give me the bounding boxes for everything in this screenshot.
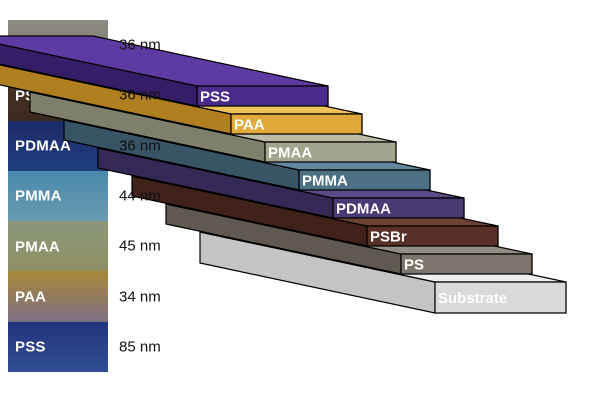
stack-layer-front <box>196 85 329 107</box>
strip-band-label: PSS <box>15 338 46 356</box>
stack-layer-front <box>332 197 465 219</box>
thickness-value: 34 nm <box>119 288 161 306</box>
strip-band-label: PAA <box>15 288 47 306</box>
stack-layer-label: PSBr <box>370 229 407 246</box>
stack-layer-label: PSS <box>200 89 230 106</box>
stack-layer-label: PS <box>404 257 424 274</box>
stack-layer-front <box>366 225 499 247</box>
thickness-value: 45 nm <box>119 237 161 255</box>
stack-layer-front <box>298 169 431 191</box>
thickness-value: 36 nm <box>119 36 161 54</box>
strip-band-label: PMMA <box>15 187 62 205</box>
thickness-value: 85 nm <box>119 338 161 356</box>
strip-band-pmma: PMMA <box>8 170 108 223</box>
stack-layer-front <box>434 281 567 314</box>
stack-layer-front <box>400 253 533 275</box>
thickness-value: 36 nm <box>119 137 161 155</box>
stack-layer-pss: PSS <box>0 35 329 107</box>
strip-band-label: PDMAA <box>15 137 71 155</box>
stack-layer-label: PMAA <box>268 145 312 162</box>
stack-layer-front <box>230 113 363 135</box>
strip-band-pmaa: PMAA <box>8 221 108 273</box>
thickness-value: 36 nm <box>119 86 161 104</box>
stack-layer-front <box>264 141 397 163</box>
thickness-value: 44 nm <box>119 187 161 205</box>
strip-band-pss: PSS <box>8 321 108 372</box>
stack-layer-label: PDMAA <box>336 201 391 218</box>
stack-layer-label: Substrate <box>438 290 507 307</box>
stack-layer-label: PAA <box>234 117 265 134</box>
strip-band-label: PMAA <box>15 238 60 256</box>
stack-layer-label: PMMA <box>302 173 348 190</box>
strip-band-paa: PAA <box>8 271 108 323</box>
